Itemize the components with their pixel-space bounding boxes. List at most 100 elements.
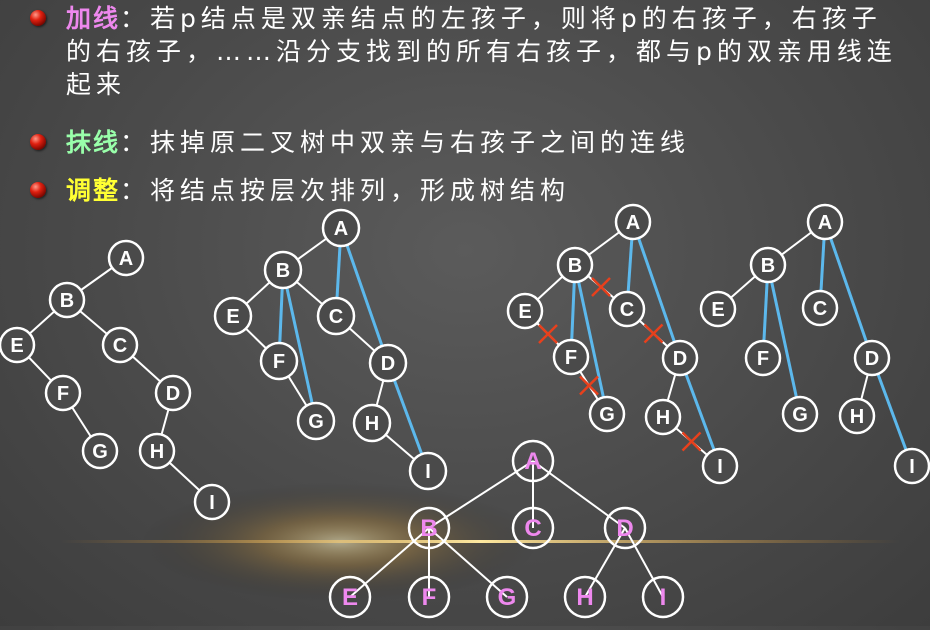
bullet-line: 调整：将结点按层次排列，形成树结构 [66,174,920,207]
node-A: A [614,203,652,241]
edge-A-D [532,460,626,529]
added-edge-A-D [339,227,390,364]
edge-B-E [349,527,430,598]
node-G: G [81,432,119,470]
node-F: F [44,374,82,412]
node-B: B [556,246,594,284]
node-D: D [368,343,408,383]
final-node-I: I [641,575,685,619]
keyword-adjust: 调整 [66,176,121,205]
node-label: H [576,584,593,611]
bullet-icon [30,182,46,198]
node-label: F [565,347,577,369]
node-label: I [909,456,915,478]
added-edge-B-G [281,269,318,422]
node-E: E [506,292,544,330]
node-H: H [352,403,392,443]
node-E: E [699,290,737,328]
node-label: B [761,255,775,277]
node-B: B [749,246,787,284]
node-label: G [792,404,808,426]
node-D: D [661,339,699,377]
node-label: G [599,404,615,426]
remove-mark-B-C [591,277,611,297]
edge-D-I [624,527,664,598]
node-label: F [273,351,285,373]
remove-mark-E-F [538,324,558,344]
node-F: F [552,338,590,376]
node-E: E [213,296,253,336]
bullet-remove-lines: 抹线：抹掉原二叉树中双亲与右孩子之间的连线 [30,126,920,159]
final-node-G: G [485,575,529,619]
node-label: I [660,584,667,611]
node-label: A [524,448,541,475]
added-edge-B-G [573,264,609,415]
node-label: I [209,492,215,514]
node-E: E [0,326,36,364]
bullet-adjust: 调整：将结点按层次排列，形成树结构 [30,174,920,207]
node-label: B [568,255,582,277]
bullet-add-lines: 加线：若p结点是双亲结点的左孩子，则将p的右孩子，右孩子 的右孩子，……沿分支找… [30,2,920,101]
keyword-add-lines: 加线 [66,4,121,33]
node-B: B [263,250,303,290]
node-C: C [801,289,839,327]
node-label: H [365,413,379,435]
bullet-text-segment: ：若p结点是双亲结点的左孩子，则将p的右孩子，右孩子 [120,4,882,33]
node-A: A [806,203,844,241]
node-label: A [334,218,348,240]
node-G: G [296,401,336,441]
bullet-icon [30,134,46,150]
edge-D-H [584,527,626,598]
node-label: C [113,335,127,357]
node-label: E [518,301,531,323]
node-label: G [308,411,324,433]
node-label: C [620,299,634,321]
node-label: D [166,383,180,405]
node-B: B [48,281,86,319]
node-G: G [781,395,819,433]
node-label: H [150,441,164,463]
added-edge-A-D [631,221,682,359]
node-label: C [813,298,827,320]
node-label: E [10,335,23,357]
node-label: C [524,515,541,542]
node-label: E [226,306,239,328]
tree-final-result: A B C D E F G H I [328,439,685,619]
final-node-D: D [603,506,647,550]
node-I: I [701,447,739,485]
node-F: F [744,339,782,377]
tree-step-add-lines: A B E C F D G H I [213,208,448,491]
node-D: D [154,374,192,412]
bullet-text-segment: ：将结点按层次排列，形成树结构 [120,176,571,205]
node-label: A [818,212,832,234]
bullet-text-segment: 的右孩子，……沿分支找到的所有右孩子，都与p的双亲用线连 [66,37,897,66]
node-C: C [316,296,356,336]
final-node-F: F [407,575,451,619]
node-I: I [408,451,448,491]
tree-step-remove-lines: A B E C F D G HI [506,203,739,485]
node-label: G [498,584,517,611]
node-A: A [321,208,361,248]
node-label: H [850,406,864,428]
node-C: C [101,326,139,364]
node-A: A [107,239,145,277]
bullet-line: 抹线：抹掉原二叉树中双亲与右孩子之间的连线 [66,126,920,159]
added-edge-B-G [766,264,802,415]
bullet-icon [30,10,46,26]
node-label: E [342,584,358,611]
node-label: F [57,383,69,405]
bullet-text-segment: 起来 [66,70,127,99]
final-node-C: C [511,506,555,550]
node-label: D [616,515,633,542]
tree-after-remove: A B E C F D G H I [699,203,930,485]
added-edge-A-D [823,221,874,359]
node-label: B [420,515,437,542]
node-H: H [644,398,682,436]
node-label: D [865,348,879,370]
node-label: I [425,461,431,483]
node-label: F [757,348,769,370]
node-F: F [259,341,299,381]
added-edge-D-I [678,357,722,467]
bullet-text-segment: ：抹掉原二叉树中双亲与右孩子之间的连线 [120,128,691,157]
